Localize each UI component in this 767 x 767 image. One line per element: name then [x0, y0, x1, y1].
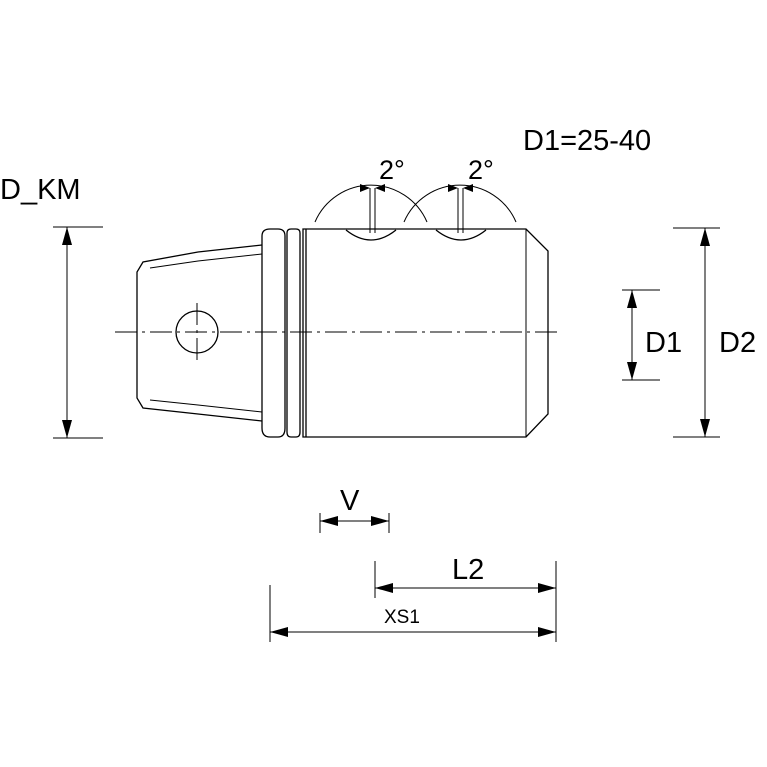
angle-arrow-left-2	[375, 184, 385, 192]
spec-label: D1=25-40	[523, 125, 651, 157]
angle-label-left: 2°	[379, 155, 405, 185]
d1-arrow-bottom	[627, 362, 637, 380]
angle-arrow-left-1	[360, 184, 370, 192]
angle-label-right: 2°	[468, 155, 494, 185]
dimension-d1: D1	[622, 289, 682, 381]
d1-arrow-top	[627, 290, 637, 308]
groove-left	[286, 228, 301, 438]
km-shank-outline	[136, 244, 263, 422]
km-shank-inner-bottom	[149, 399, 263, 413]
angle-arrow-right-1	[448, 184, 458, 192]
v-label: V	[340, 485, 360, 517]
dimension-d2: D2	[673, 227, 756, 438]
angle-arc-left	[314, 184, 428, 223]
d2-arrow-bottom	[700, 419, 710, 437]
l2-label: L2	[452, 554, 484, 586]
d2-label: D2	[719, 327, 756, 359]
angle-arrow-right-2	[463, 184, 473, 192]
xs1-label: XS1	[384, 607, 420, 628]
d2-arrow-top	[700, 228, 710, 246]
dimension-l2: L2	[374, 554, 557, 642]
d-km-label: D_KM	[0, 174, 81, 206]
dimension-v: V	[319, 485, 390, 533]
screw-seat-left	[345, 229, 397, 241]
main-body	[302, 228, 549, 438]
dimension-d-km: D_KM	[0, 174, 103, 439]
xs1-arrow-right	[538, 627, 556, 637]
l2-arrow-left	[375, 583, 393, 593]
v-arrow-right	[371, 516, 389, 526]
d-km-arrow-bottom	[62, 420, 72, 438]
l2-arrow-right	[538, 583, 556, 593]
screw-seat-right	[435, 229, 487, 241]
km-shank-inner-top	[149, 253, 263, 269]
angle-annotations: 2° 2°	[314, 155, 517, 233]
flange	[261, 228, 286, 438]
xs1-arrow-left	[270, 627, 288, 637]
angle-arc-right	[403, 184, 517, 223]
tool-body	[136, 228, 549, 438]
v-arrow-left	[320, 516, 338, 526]
d1-label: D1	[645, 327, 682, 359]
dimension-xs1: XS1	[269, 585, 556, 642]
d-km-arrow-top	[62, 227, 72, 245]
